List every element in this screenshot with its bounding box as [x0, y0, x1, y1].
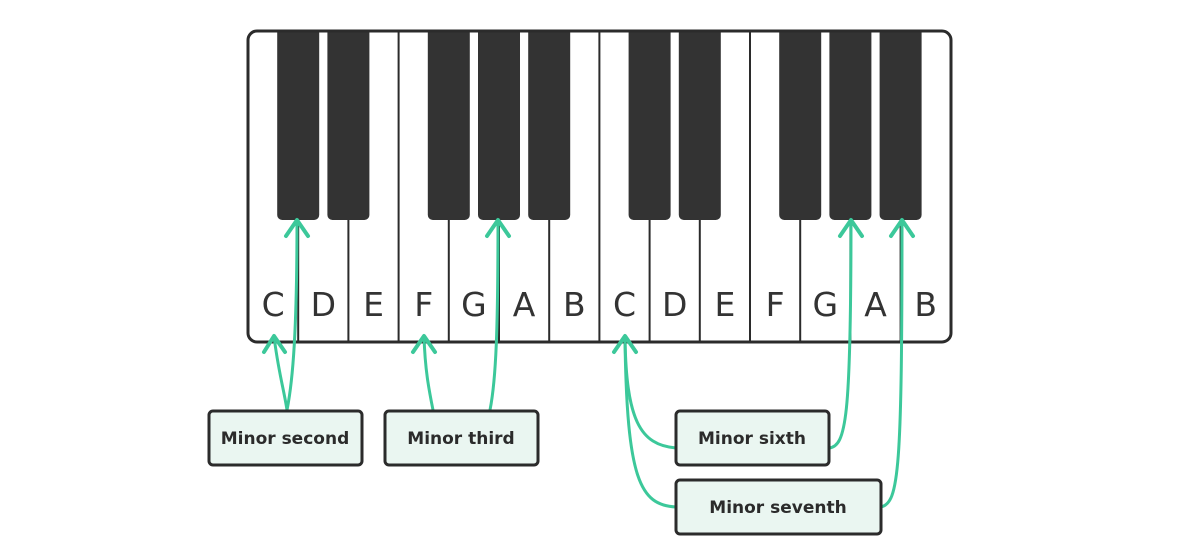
- note-label-c: C: [262, 285, 285, 324]
- black-key-g-sharp[interactable]: [829, 21, 872, 220]
- minor-sixth-label-box: [674, 409, 831, 467]
- note-label-b: B: [914, 285, 937, 324]
- keyboard-frame: [246, 29, 953, 344]
- note-label-d: D: [311, 285, 336, 324]
- minor-second-label-box: [207, 409, 364, 467]
- black-key-c-sharp[interactable]: [628, 21, 671, 220]
- interval-labels: Minor second Minor third Minor sixth Min…: [207, 409, 883, 536]
- note-label-d: D: [662, 285, 687, 324]
- minor-third-arrow-to-g-sharp: [488, 218, 500, 412]
- black-key-c-sharp[interactable]: [277, 21, 320, 220]
- minor-third-arrowhead-g-sharp: [485, 218, 511, 238]
- note-label-a: A: [513, 285, 536, 324]
- black-key-d-sharp[interactable]: [678, 21, 721, 220]
- minor-second-arrowhead-c: [262, 334, 287, 354]
- minor-sixth-arrowhead-g-sharp: [838, 218, 864, 238]
- minor-second-arrow-to-c: [272, 334, 289, 412]
- minor-sixth-label: Minor sixth: [674, 409, 831, 467]
- black-keys: [277, 21, 922, 220]
- minor-second-arrowhead-c-sharp: [284, 218, 310, 238]
- minor-third-arrow-to-f: [422, 334, 435, 412]
- minor-third-label-text: Minor third: [407, 429, 514, 449]
- note-label-g: G: [813, 285, 839, 324]
- note-label-g: G: [461, 285, 487, 324]
- black-key-f-sharp[interactable]: [427, 21, 470, 220]
- minor-second-arrow-to-c-sharp: [285, 218, 299, 412]
- minor-second-arrows: [262, 218, 310, 412]
- minor-third-arrows: [411, 218, 511, 412]
- minor-seventh-arrow-to-c: [623, 338, 678, 509]
- note-label-a: A: [864, 285, 887, 324]
- minor-second-label-text: Minor second: [221, 429, 350, 449]
- minor-seventh-arrowhead-a-sharp: [889, 218, 915, 238]
- minor-sixth-arrow-to-g-sharp: [827, 218, 853, 450]
- minor-seventh-arrow-to-a-sharp: [879, 218, 904, 509]
- minor-seventh-label-box: [674, 478, 883, 536]
- black-key-d-sharp[interactable]: [327, 21, 370, 220]
- minor-sixth-label-text: Minor sixth: [698, 429, 806, 449]
- black-key-g-sharp[interactable]: [478, 21, 520, 220]
- note-label-b: B: [563, 285, 586, 324]
- black-key-f-sharp[interactable]: [779, 21, 822, 220]
- black-key-a-sharp[interactable]: [879, 21, 922, 220]
- minor-third-label: Minor third: [383, 409, 540, 467]
- minor-seventh-arrows: [623, 218, 915, 509]
- minor-seventh-label: Minor seventh: [674, 478, 883, 536]
- note-label-f: F: [414, 285, 433, 324]
- minor-sixth-arrowhead-c: [612, 334, 638, 354]
- minor-second-label: Minor second: [207, 409, 364, 467]
- black-key-a-sharp[interactable]: [528, 21, 571, 220]
- note-label-e: E: [363, 285, 384, 324]
- note-label-c: C: [613, 285, 636, 324]
- interval-arrows: [262, 218, 915, 509]
- minor-third-arrowhead-f: [411, 334, 437, 354]
- note-label-f: F: [766, 285, 785, 324]
- minor-sixth-arrow-to-c: [623, 334, 678, 450]
- minor-seventh-label-text: Minor seventh: [709, 498, 846, 518]
- minor-third-label-box: [383, 409, 540, 467]
- note-label-e: E: [714, 285, 735, 324]
